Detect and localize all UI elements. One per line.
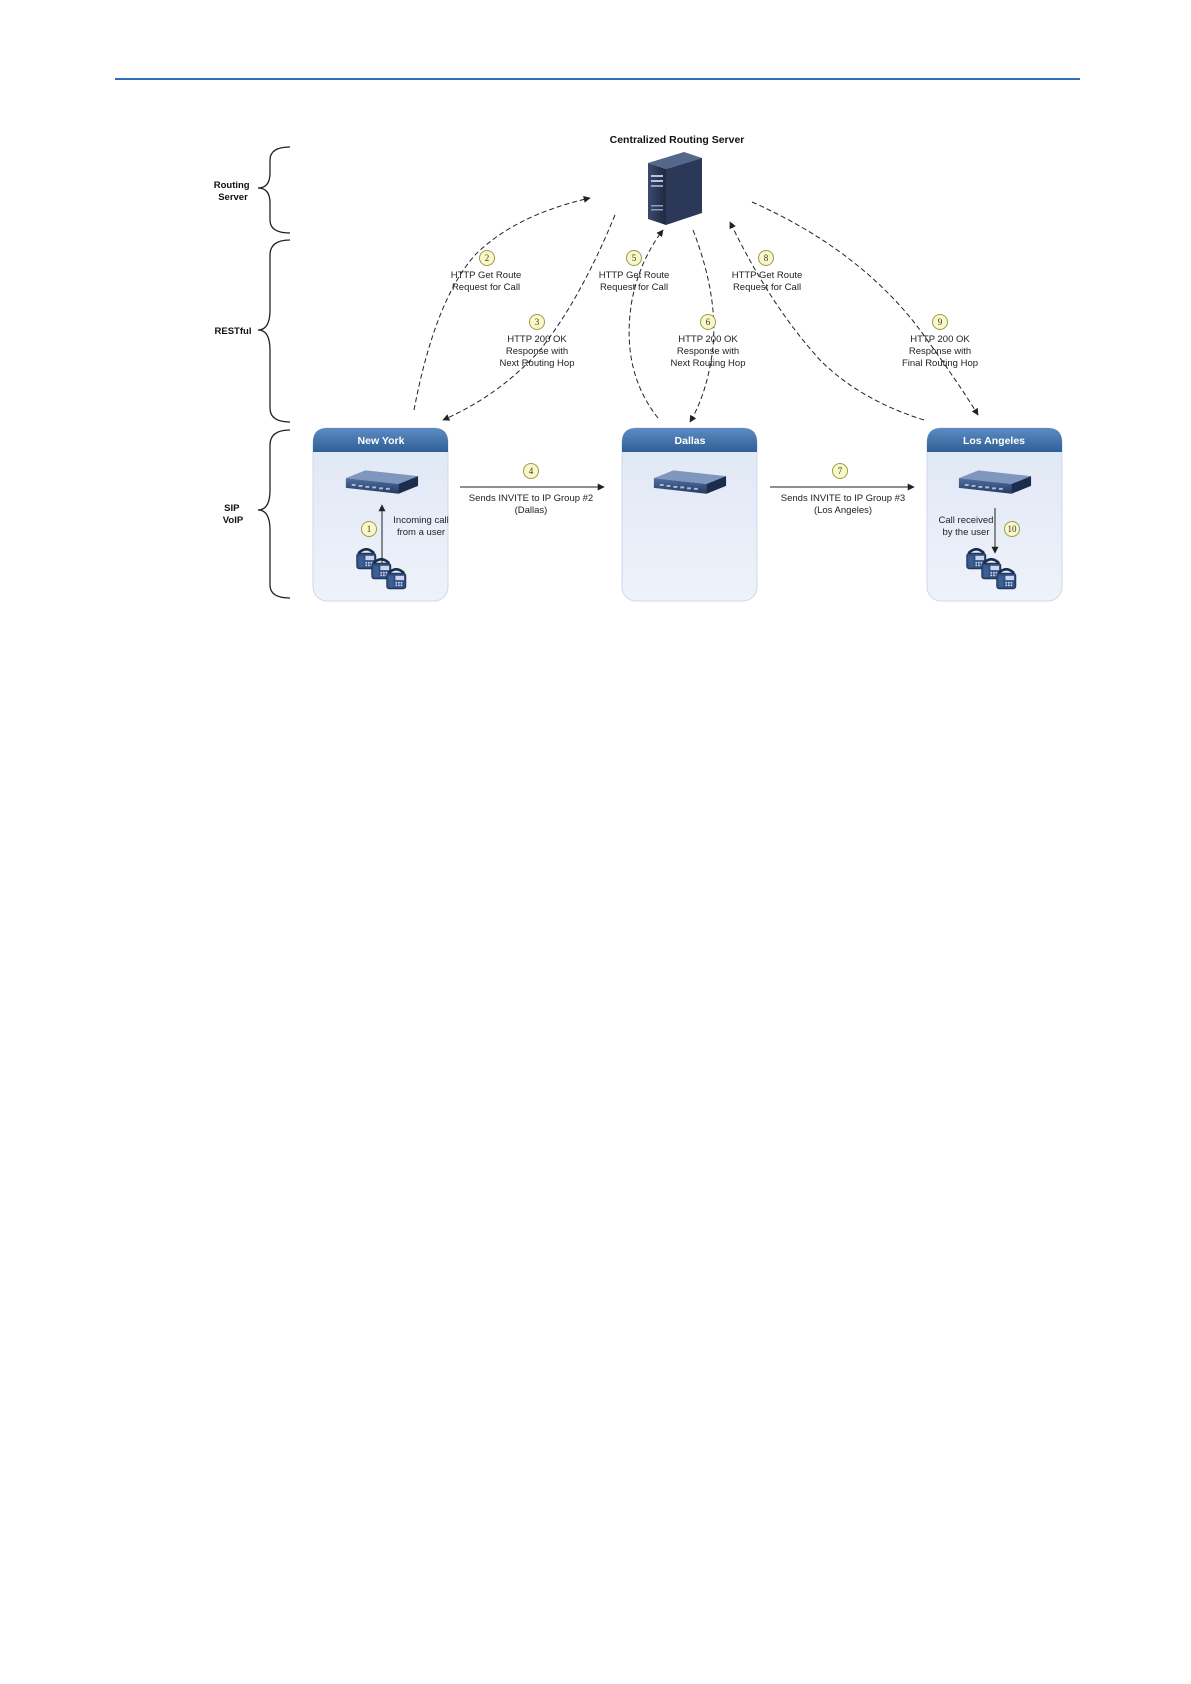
step-number: 8 <box>764 253 769 263</box>
step-number: 5 <box>632 253 637 263</box>
step-badge <box>479 250 495 266</box>
arrow-step-8 <box>729 221 925 421</box>
step-badge <box>361 521 377 537</box>
server-icon <box>648 152 702 225</box>
step-number: 10 <box>1008 524 1018 534</box>
step-number: 3 <box>535 317 540 327</box>
arrow-step-3 <box>442 214 616 421</box>
site-title-los-angeles: Los Angeles <box>963 435 1025 447</box>
arrow-step-6 <box>689 229 715 423</box>
site-title-new-york: New York <box>358 435 405 447</box>
step-caption: Sends INVITE to IP Group #3(Los Angeles) <box>781 493 905 516</box>
step-number: 7 <box>838 466 843 476</box>
site-new-york: New York <box>312 427 449 602</box>
step-number: 1 <box>367 524 372 534</box>
step-number: 2 <box>485 253 490 263</box>
layer-label-restful: RESTful <box>215 326 252 337</box>
step-badge <box>626 250 642 266</box>
step-badge <box>523 463 539 479</box>
site-dallas: Dallas <box>621 427 758 602</box>
step-badge <box>832 463 848 479</box>
step-badge <box>700 314 716 330</box>
site-title-dallas: Dallas <box>675 435 706 447</box>
step-badge <box>758 250 774 266</box>
layer-label-sip-voip: SIP VoIP <box>223 503 244 526</box>
curly-brace-icon <box>257 146 291 599</box>
step-number: 6 <box>706 317 711 327</box>
step-caption: Sends INVITE to IP Group #2(Dallas) <box>469 493 593 516</box>
layer-label-routing-server: Routing Server <box>214 180 253 203</box>
step-badge <box>529 314 545 330</box>
step-number: 4 <box>529 466 534 476</box>
arrow-step-9 <box>751 201 979 416</box>
step-number: 9 <box>938 317 943 327</box>
step-badge <box>932 314 948 330</box>
arrow-step-2 <box>413 195 591 411</box>
step-badge <box>1004 521 1020 537</box>
server-title: Centralized Routing Server <box>610 134 745 146</box>
